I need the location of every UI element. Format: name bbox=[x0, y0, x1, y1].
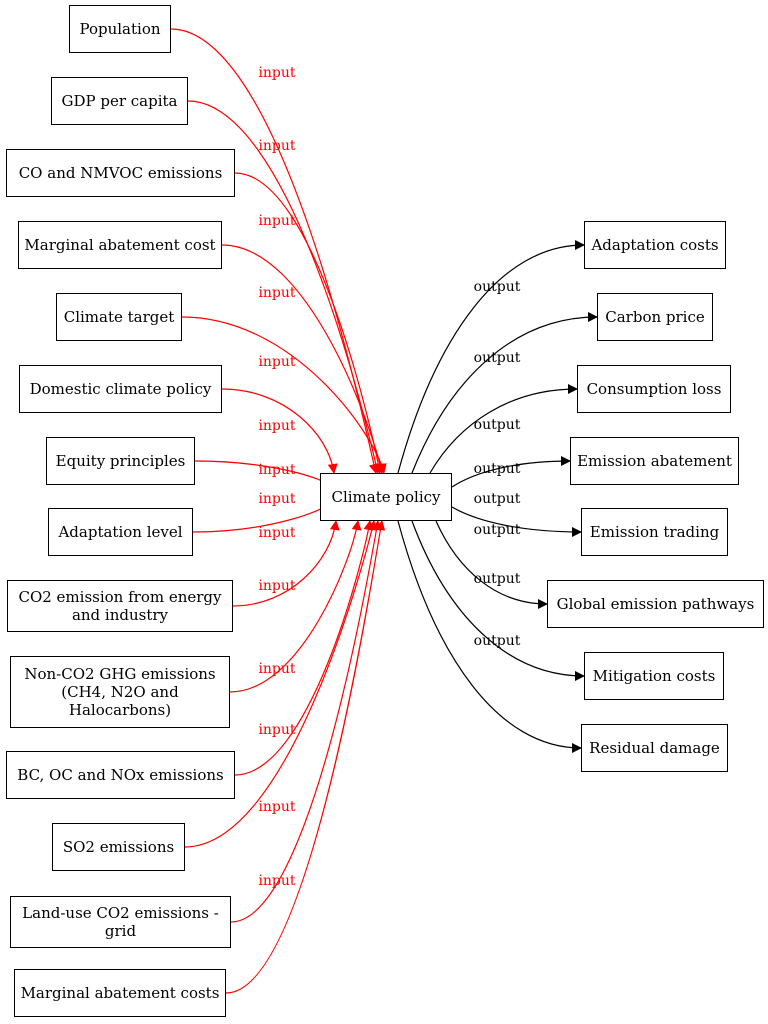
output-node-carbon-price: Carbon price bbox=[597, 293, 713, 341]
output-node-label: Emission abatement bbox=[577, 452, 732, 470]
input-edge-label: input bbox=[258, 65, 295, 81]
input-node-so2-emissions: SO2 emissions bbox=[52, 823, 185, 871]
input-node-non-co2-ghg-emissions-ch4-n2o-and-halocarbons: Non-CO2 GHG emissions (CH4, N2O and Halo… bbox=[10, 656, 230, 728]
input-edge bbox=[221, 388, 338, 474]
input-edge bbox=[234, 520, 374, 776]
output-node-global-emission-pathways: Global emission pathways bbox=[547, 580, 764, 628]
input-edge bbox=[234, 172, 384, 474]
input-node-label: GDP per capita bbox=[61, 92, 178, 110]
output-edge bbox=[429, 384, 578, 474]
output-edge-label: output bbox=[474, 522, 521, 538]
input-node-label: Marginal abatement cost bbox=[24, 236, 216, 254]
output-edge-label: output bbox=[474, 350, 521, 366]
input-node-marginal-abatement-costs: Marginal abatement costs bbox=[14, 969, 226, 1017]
output-node-adaptation-costs: Adaptation costs bbox=[584, 221, 726, 269]
output-node-label: Mitigation costs bbox=[592, 667, 716, 685]
edge-labels-layer: input input input input input input input input… bbox=[258, 65, 520, 889]
output-node-residual-damage: Residual damage bbox=[581, 724, 728, 772]
input-edge bbox=[232, 520, 340, 607]
input-node-label: Non-CO2 GHG emissions (CH4, N2O and Halo… bbox=[24, 665, 216, 719]
output-edge bbox=[397, 240, 585, 474]
output-edge bbox=[411, 520, 585, 681]
input-node-domestic-climate-policy: Domestic climate policy bbox=[19, 365, 222, 413]
output-node-mitigation-costs: Mitigation costs bbox=[584, 652, 724, 700]
output-edge bbox=[451, 506, 582, 537]
output-node-label: Carbon price bbox=[605, 308, 705, 326]
input-edge-label: input bbox=[258, 525, 295, 541]
output-edge bbox=[411, 312, 598, 474]
input-node-label: Climate target bbox=[63, 308, 175, 326]
input-node-climate-target: Climate target bbox=[56, 293, 182, 341]
input-edge-label: input bbox=[258, 491, 295, 507]
input-node-label: Domestic climate policy bbox=[29, 380, 212, 398]
input-node-equity-principles: Equity principles bbox=[46, 437, 195, 485]
input-edge bbox=[229, 520, 362, 693]
output-edge-label: output bbox=[474, 491, 521, 507]
input-edge-label: input bbox=[258, 418, 295, 434]
input-edge bbox=[181, 316, 387, 474]
input-edge-label: input bbox=[258, 799, 295, 815]
output-node-label: Emission trading bbox=[589, 523, 720, 541]
output-edge-label: output bbox=[474, 461, 521, 477]
input-node-label: Marginal abatement costs bbox=[20, 984, 220, 1002]
output-node-consumption-loss: Consumption loss bbox=[577, 365, 731, 413]
output-edge bbox=[435, 520, 548, 609]
input-node-bc-oc-and-nox-emissions: BC, OC and NOx emissions bbox=[6, 751, 235, 799]
output-edge-label: output bbox=[474, 633, 521, 649]
input-node-gdp-per-capita: GDP per capita bbox=[51, 77, 188, 125]
input-node-population: Population bbox=[69, 5, 171, 53]
climate-policy-label: Climate policy bbox=[331, 488, 441, 506]
input-edge bbox=[221, 244, 386, 474]
input-edge-label: input bbox=[258, 578, 295, 594]
input-node-label: Adaptation level bbox=[58, 523, 183, 541]
output-node-emission-abatement: Emission abatement bbox=[570, 437, 739, 485]
input-node-label: SO2 emissions bbox=[62, 838, 175, 856]
input-node-label: CO2 emission from energy and industry bbox=[18, 588, 222, 624]
output-edge bbox=[451, 456, 571, 488]
input-node-label: Equity principles bbox=[55, 452, 186, 470]
climate-policy-node: Climate policy bbox=[320, 473, 452, 521]
input-edge-label: input bbox=[258, 722, 295, 738]
input-edge-label: input bbox=[258, 138, 295, 154]
input-edge-label: input bbox=[258, 661, 295, 677]
input-edge-label: input bbox=[258, 354, 295, 370]
input-node-co-and-nmvoc-emissions: CO and NMVOC emissions bbox=[6, 149, 235, 197]
input-edge-label: input bbox=[258, 873, 295, 889]
input-node-label: BC, OC and NOx emissions bbox=[17, 766, 224, 784]
output-edge-label: output bbox=[474, 279, 521, 295]
edges-layer bbox=[170, 28, 598, 994]
input-edge-label: input bbox=[258, 213, 295, 229]
input-node-co2-emission-from-energy-and-industry: CO2 emission from energy and industry bbox=[7, 580, 233, 632]
output-node-label: Global emission pathways bbox=[556, 595, 755, 613]
input-edge-label: input bbox=[258, 285, 295, 301]
input-node-label: Population bbox=[79, 20, 161, 38]
output-edge-label: output bbox=[474, 571, 521, 587]
output-node-emission-trading: Emission trading bbox=[581, 508, 728, 556]
output-node-label: Consumption loss bbox=[586, 380, 722, 398]
input-edge-label: input bbox=[258, 462, 295, 478]
input-node-label: CO and NMVOC emissions bbox=[18, 164, 223, 182]
input-edge bbox=[225, 520, 386, 994]
output-edge bbox=[397, 520, 582, 753]
input-node-marginal-abatement-cost: Marginal abatement cost bbox=[18, 221, 222, 269]
output-edge-label: output bbox=[474, 417, 521, 433]
output-node-label: Residual damage bbox=[589, 739, 720, 757]
input-node-label: Land-use CO2 emissions - grid bbox=[22, 904, 219, 940]
input-edge bbox=[230, 520, 382, 923]
output-node-label: Adaptation costs bbox=[591, 236, 719, 254]
input-node-land-use-co2-emissions-grid: Land-use CO2 emissions - grid bbox=[10, 896, 231, 948]
input-edge bbox=[184, 520, 377, 848]
input-node-adaptation-level: Adaptation level bbox=[48, 508, 193, 556]
